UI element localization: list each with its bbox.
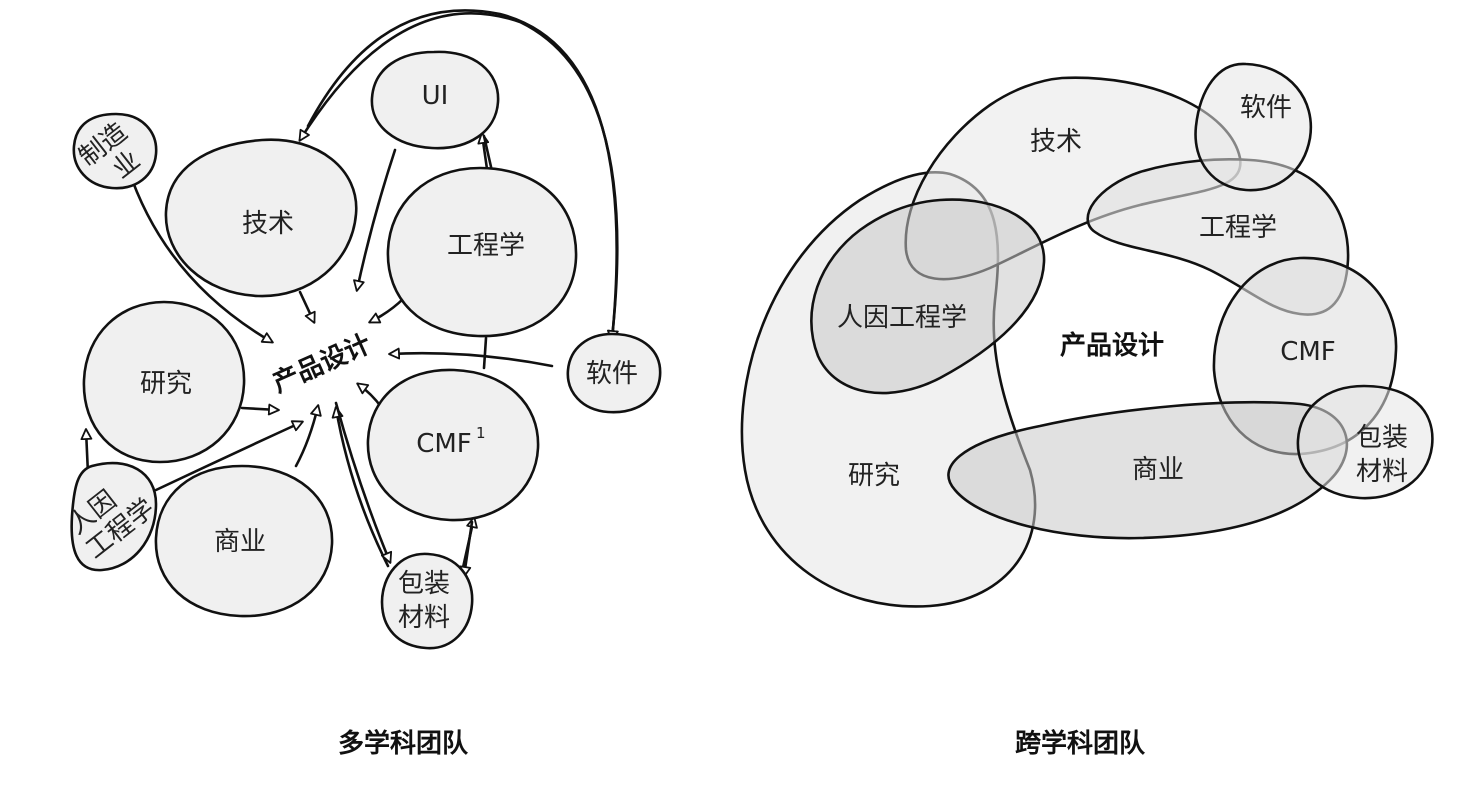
arrow-packaging-to-center [331,406,390,568]
caption-interdisciplinary: 跨学科团队 [1015,728,1146,759]
arrow-software-to-center [388,347,554,368]
node-cmf [366,368,540,522]
label-cmf: CMF [416,429,472,459]
label-cross-packaging-line2: 材料 [1356,457,1408,487]
node-engineering [386,166,578,338]
region-software [1194,62,1313,192]
label-packaging-line2: 材料 [398,603,450,633]
label-research: 研究 [140,369,192,399]
label-cross-research: 研究 [848,461,900,491]
node-packaging [380,552,474,650]
label-cross-center: 产品设计 [1060,331,1164,361]
label-cmf-footnote: 1 [476,424,486,442]
arrow-engineering-to-center [368,296,406,324]
caption-multidisciplinary: 多学科团队 [338,728,469,759]
label-cross-packaging-line1: 包装 [1356,423,1408,453]
arrow-ui-to-center [353,148,397,292]
label-cross-software: 软件 [1240,93,1292,123]
arrow-tech-to-software [306,9,619,342]
label-cross-human-factors: 人因工程学 [837,303,967,333]
arrow-business-to-center [294,404,322,468]
arrow-research-to-center [240,403,280,416]
node-manufacturing [72,112,158,190]
arrow-manufacturing-to-center [126,166,274,344]
arrow-human-factors-to-center [154,420,304,492]
multidisciplinary-diagram: UI 技术 工程学 研究 商业 CMF 1 软件 制造 业 人因 工程学 包装 … [63,9,662,759]
node-tech [164,138,358,298]
label-cross-tech: 技术 [1030,127,1082,157]
node-ui [370,50,500,150]
arrow-center-to-packaging [334,401,393,564]
arrow-cmf-to-packaging [459,520,474,578]
interdisciplinary-diagram: 技术 软件 工程学 人因工程学 产品设计 CMF 研究 商业 包装 材料 跨学科… [740,62,1434,759]
label-engineering: 工程学 [447,231,525,261]
region-business [947,400,1348,540]
line-engineering-cmf [482,336,488,370]
label-business: 商业 [214,527,266,557]
label-software: 软件 [586,359,638,389]
label-tech: 技术 [242,209,294,239]
node-human-factors [70,461,158,572]
label-multi-center: 产品设计 [268,329,375,399]
region-human-factors [810,198,1046,395]
node-business [154,464,334,618]
label-cross-cmf: CMF [1280,337,1336,367]
arrow-tech-to-center [298,290,316,324]
node-research [82,300,246,464]
label-packaging-line1: 包装 [398,569,450,599]
label-cross-engineering: 工程学 [1199,213,1277,243]
node-software [566,332,662,414]
label-cross-business: 商业 [1132,455,1184,485]
label-ui: UI [422,81,449,111]
region-packaging [1296,384,1434,500]
